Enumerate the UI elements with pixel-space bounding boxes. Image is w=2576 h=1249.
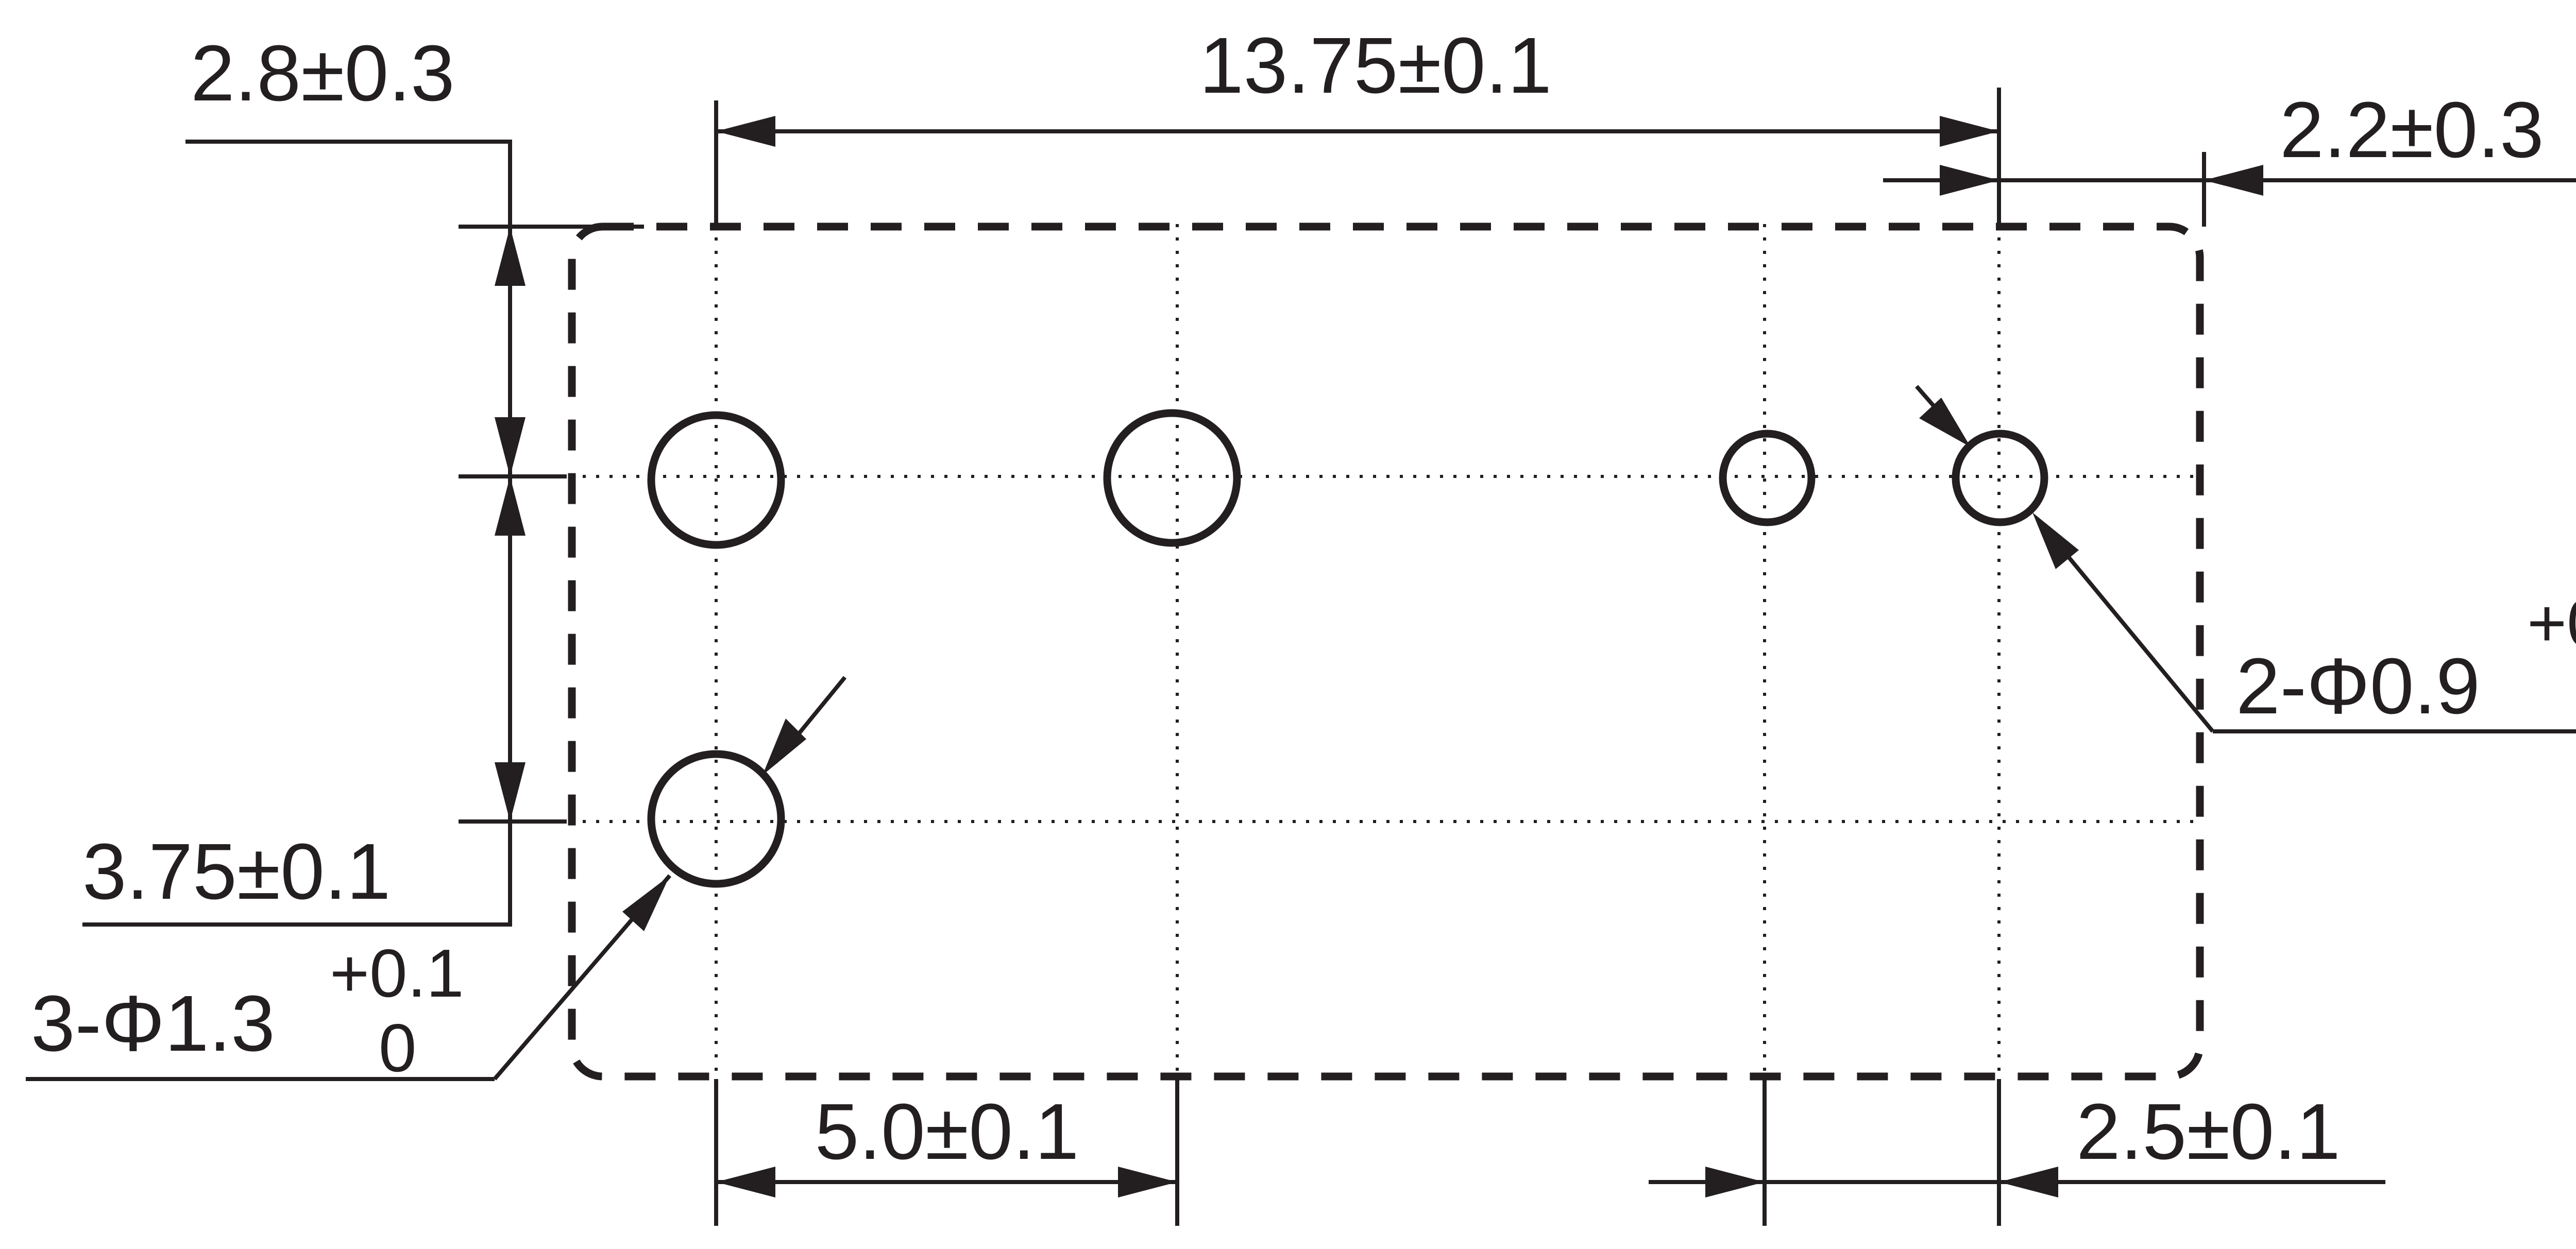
dimension-pitch-right: 2.5±0.1	[1649, 1079, 2385, 1226]
hole-small-1	[1719, 430, 1816, 526]
dimension-row-spacing: 3.75±0.1	[82, 476, 567, 927]
hole-large-1	[647, 411, 785, 549]
hole-large-2	[1103, 409, 1241, 547]
dimension-label-row-spacing: 3.75±0.1	[82, 827, 391, 916]
callout-small-hole-diameter: 2-Φ0.9 +0.1 0	[1914, 385, 2576, 733]
dimension-label-right-edge-offset: 2.2±0.3	[2280, 85, 2544, 174]
callout-small-hole-tol-lower: 0	[2573, 657, 2576, 733]
dimension-pitch-left: 5.0±0.1	[714, 1079, 1179, 1226]
dimension-label-pitch-left: 5.0±0.1	[815, 1087, 1079, 1176]
callout-large-hole-label: 3-Φ1.3	[31, 979, 275, 1068]
callout-small-hole-tol-upper: +0.1	[2527, 585, 2576, 661]
hole-small-2	[1952, 430, 2048, 526]
dimension-top-edge-offset: 2.8±0.3	[185, 29, 644, 478]
hole-large-3	[647, 750, 785, 888]
callout-large-hole-tol-lower: 0	[379, 1010, 416, 1086]
callout-large-hole-tol-upper: +0.1	[330, 935, 464, 1011]
dimension-label-pitch-right: 2.5±0.1	[2076, 1087, 2341, 1176]
dimension-label-pitch-total: 13.75±0.1	[1199, 21, 1552, 110]
callout-small-hole-label: 2-Φ0.9	[2236, 642, 2480, 730]
dimension-pitch-total: 13.75±0.1	[714, 21, 2001, 227]
dimension-label-top-edge-offset: 2.8±0.3	[191, 29, 455, 117]
callout-large-hole-diameter: 3-Φ1.3 +0.1 0	[26, 676, 847, 1086]
dimension-right-edge-offset: 2.2±0.3	[1883, 85, 2576, 227]
component-outline	[568, 223, 2204, 1081]
